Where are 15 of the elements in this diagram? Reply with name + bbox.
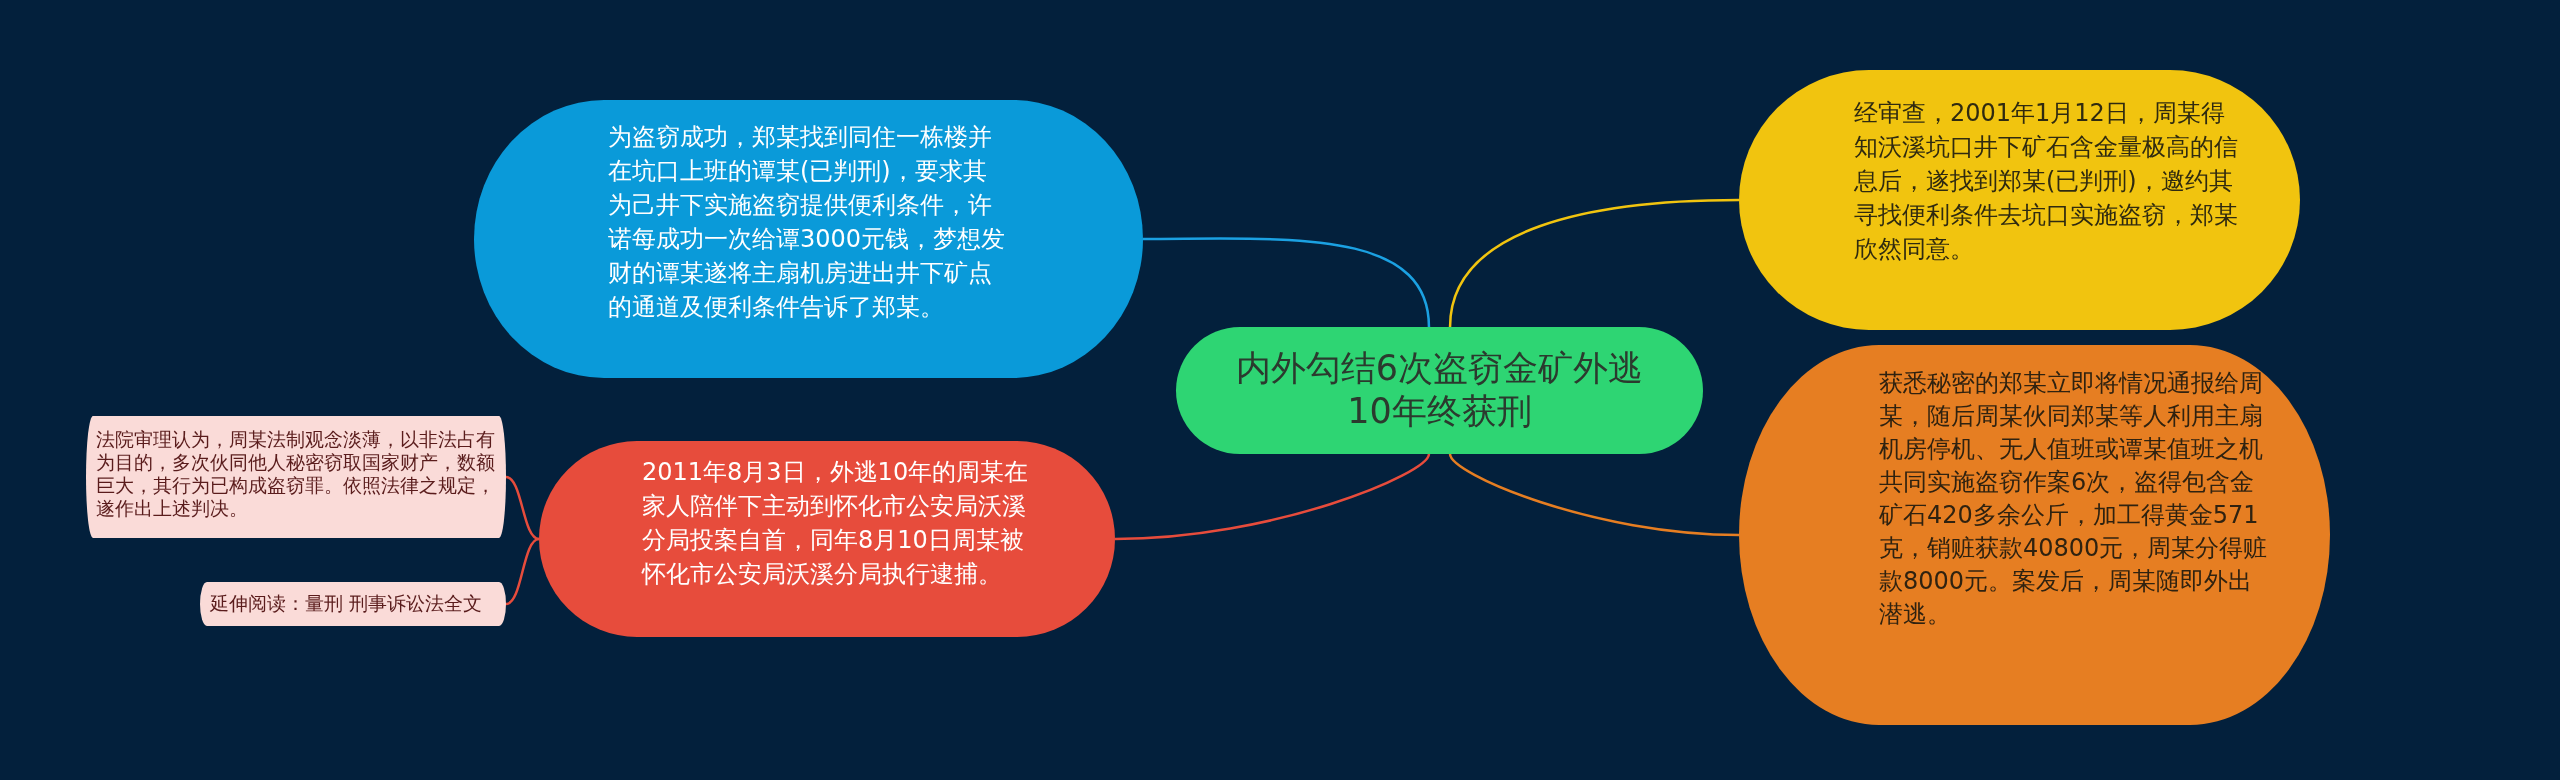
topic-text: 获悉秘密的郑某立即将情况通报给周某，随后周某伙同郑某等人利用主扇机房停机、无人值班或谭某值班之机共同实施盗窃作案6次，盗得包含金矿石420多余公斤，加工得黄金571克，销赃获款40800元，周某分得赃款8000元。案发后，周某随即外出潜逃。: [1879, 368, 2269, 630]
topic-text: 经审查，2001年1月12日，周某得知沃溪坑口井下矿石含金量极高的信息后，遂找到郑某(已判刑)，邀约其寻找便利条件去坑口实施盗窃，郑某欣然同意。: [1854, 98, 2239, 265]
topic-title: 内外勾结6次盗窃金矿外逃10年终获刑: [1234, 347, 1645, 433]
note-card: [86, 416, 506, 538]
connector-line: [1448, 198, 1740, 328]
connector-line: [505, 475, 540, 541]
connector-line: [1448, 453, 1740, 537]
connector-line: [505, 537, 540, 606]
connector-line: [1143, 237, 1431, 328]
note-text: 法院审理认为，周某法制观念淡薄，以非法占有为目的，多次伙同他人秘密窃取国家财产，数额巨大，其行为已构成盗窃罪。依照法律之规定，遂作出上述判决。: [96, 428, 496, 520]
topic-text: 2011年8月3日，外逃10年的周某在家人陪伴下主动到怀化市公安局沃溪分局投案自首，同年8月10日周某被怀化市公安局沃溪分局执行逮捕。: [642, 457, 1030, 590]
topic-text: 为盗窃成功，郑某找到同住一栋楼并在坑口上班的谭某(已判刑)，要求其为己井下实施盗窃提供便利条件，许诺每成功一次给谭3000元钱，梦想发财的谭某遂将主扇机房进出井下矿点的通道及便利条件告诉了郑某。: [608, 122, 1007, 323]
note-text: 延伸阅读：量刑 刑事诉讼法全文: [210, 592, 484, 615]
connector-line: [1114, 453, 1431, 541]
note-card: [200, 582, 506, 626]
